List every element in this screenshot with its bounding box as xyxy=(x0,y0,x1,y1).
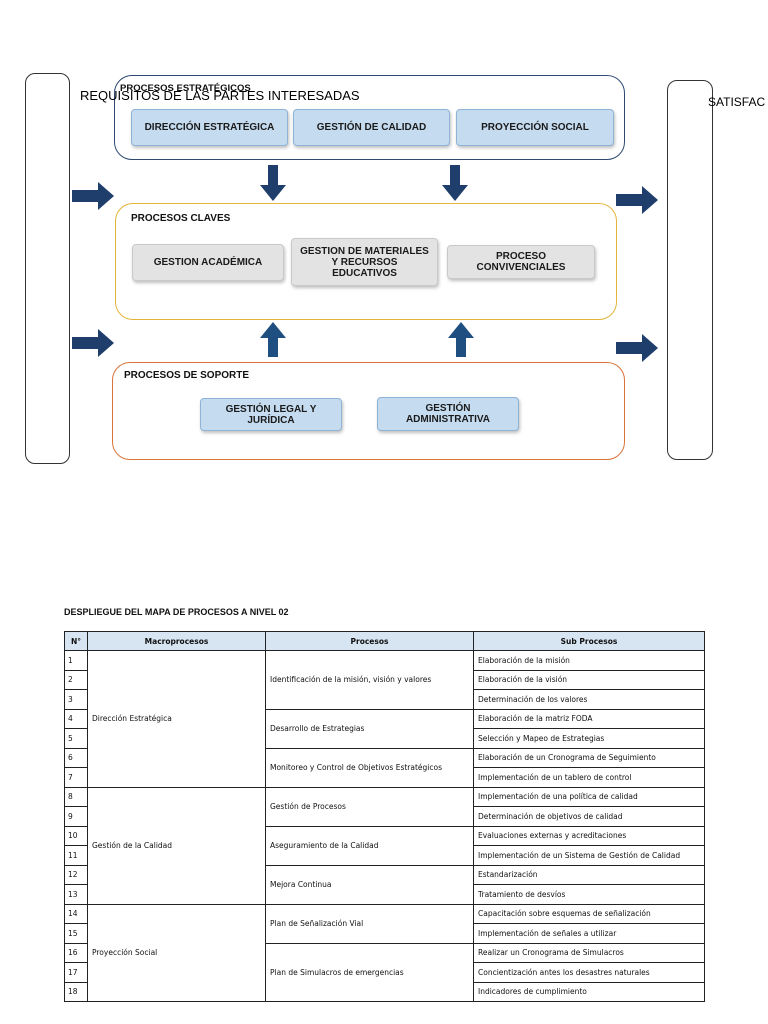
proceso-cell: Mejora Continua xyxy=(265,864,474,905)
subproceso-cell: Elaboración de un Cronograma de Seguimie… xyxy=(473,747,705,768)
subproceso-cell: Selección y Mapeo de Estrategias xyxy=(473,728,705,749)
subproceso-cell: Capacitación sobre esquemas de señalizac… xyxy=(473,903,705,924)
table-row: 14 Proyección Social Plan de Señalizació… xyxy=(64,903,705,1002)
arrow-down-2 xyxy=(442,165,468,201)
table-row: 1 Dirección Estratégica Identificación d… xyxy=(64,650,705,788)
row-number: 7 xyxy=(64,767,88,788)
macroproceso-cell: Proyección Social xyxy=(87,903,266,1002)
header-procesos: Procesos xyxy=(265,631,474,651)
box-gestion-de-calidad: GESTIÓN DE CALIDAD xyxy=(293,109,450,146)
table-row: 6 Monitoreo y Control de Objetivos Estra… xyxy=(64,747,705,788)
subproceso-cell: Determinación de objetivos de calidad xyxy=(473,806,705,827)
arrow-up-1 xyxy=(260,322,286,357)
row-number: 13 xyxy=(64,884,88,905)
table-header-row: N° Macroprocesos Procesos Sub Procesos xyxy=(64,631,705,651)
row-number: 5 xyxy=(64,728,88,749)
box-gestion-administrativa: GESTIÓN ADMINISTRATIVA xyxy=(377,397,519,431)
left-requirements-box xyxy=(25,73,70,464)
subproceso-cell: Implementación de un tablero de control xyxy=(473,767,705,788)
right-satisfaction-label: SATISFAC xyxy=(708,95,766,109)
header-macroprocesos: Macroprocesos xyxy=(87,631,266,651)
subproceso-cell: Implementación de una política de calida… xyxy=(473,786,705,807)
row-number: 3 xyxy=(64,689,88,710)
table-row: 4 Desarrollo de Estrategias Elaboración … xyxy=(64,708,705,749)
proceso-cell: Plan de Simulacros de emergencias xyxy=(265,942,474,1002)
subprocess-table: N° Macroprocesos Procesos Sub Procesos 1… xyxy=(64,631,705,1002)
panel-title-claves: PROCESOS CLAVES xyxy=(131,213,231,224)
row-number: 15 xyxy=(64,923,88,944)
table-row: 16 Plan de Simulacros de emergencias Rea… xyxy=(64,942,705,1002)
table-row: 11 Implementación de un Sistema de Gesti… xyxy=(64,845,705,866)
table-row: 10 Aseguramiento de la Calidad Evaluacio… xyxy=(64,825,705,866)
proceso-cell: Plan de Señalización Vial xyxy=(265,903,474,944)
row-number: 12 xyxy=(64,864,88,885)
subproceso-cell: Elaboración de la visión xyxy=(473,669,705,690)
box-direccion-estrategica: DIRECCIÓN ESTRATÉGICA xyxy=(131,109,288,146)
arrow-right-right-top xyxy=(616,186,658,214)
arrow-right-left-bottom xyxy=(72,329,114,357)
panel-procesos-soporte xyxy=(112,362,625,460)
subproceso-cell: Concientización antes los desastres natu… xyxy=(473,962,705,983)
subproceso-cell: Elaboración de la misión xyxy=(473,650,705,671)
subproceso-cell: Implementación de señales a utilizar xyxy=(473,923,705,944)
row-number: 9 xyxy=(64,806,88,827)
arrow-right-right-bottom xyxy=(616,334,658,362)
row-number: 14 xyxy=(64,903,88,924)
panel-title-estrategicos: PROCESOS ESTRATÉGICOS xyxy=(120,83,251,94)
macroproceso-cell: Gestión de la Calidad xyxy=(87,786,266,905)
subproceso-cell: Elaboración de la matriz FODA xyxy=(473,708,705,729)
arrow-up-2 xyxy=(448,322,474,357)
row-number: 16 xyxy=(64,942,88,963)
panel-title-soporte: PROCESOS DE SOPORTE xyxy=(124,370,250,381)
proceso-cell: Desarrollo de Estrategias xyxy=(265,708,474,749)
table-row: 18 Indicadores de cumplimiento xyxy=(64,981,705,1002)
row-number: 17 xyxy=(64,962,88,983)
subproceso-cell: Tratamiento de desvíos xyxy=(473,884,705,905)
box-gestion-materiales: GESTION DE MATERIALES Y RECURSOS EDUCATI… xyxy=(291,238,438,286)
proceso-cell: Gestión de Procesos xyxy=(265,786,474,827)
row-number: 6 xyxy=(64,747,88,768)
macroproceso-cell: Dirección Estratégica xyxy=(87,650,266,788)
left-requirements-label: REQUISITOS DE LAS PARTES INTERESADAS xyxy=(80,88,360,103)
row-number: 2 xyxy=(64,669,88,690)
arrow-right-left-top xyxy=(72,182,114,210)
proceso-cell: Aseguramiento de la Calidad xyxy=(265,825,474,866)
row-number: 18 xyxy=(64,981,88,1002)
header-number: N° xyxy=(64,631,88,651)
box-proceso-convivenciales: PROCESO CONVIVENCIALES xyxy=(447,245,595,279)
subproceso-cell: Implementación de un Sistema de Gestión … xyxy=(473,845,705,866)
subproceso-cell: Evaluaciones externas y acreditaciones xyxy=(473,825,705,846)
right-satisfaction-box xyxy=(667,80,713,460)
subproceso-cell: Realizar un Cronograma de Simulacros xyxy=(473,942,705,963)
subproceso-cell: Determinación de los valores xyxy=(473,689,705,710)
box-proyeccion-social: PROYECCIÓN SOCIAL xyxy=(456,109,614,146)
table-title: DESPLIEGUE DEL MAPA DE PROCESOS A NIVEL … xyxy=(64,607,289,617)
arrow-down-1 xyxy=(260,165,286,201)
subproceso-cell: Estandarización xyxy=(473,864,705,885)
header-subprocesos: Sub Procesos xyxy=(473,631,705,651)
box-gestion-academica: GESTION ACADÉMICA xyxy=(132,244,284,281)
row-number: 11 xyxy=(64,845,88,866)
row-number: 1 xyxy=(64,650,88,671)
proceso-cell: Identificación de la misión, visión y va… xyxy=(265,650,474,710)
row-number: 8 xyxy=(64,786,88,807)
row-number: 10 xyxy=(64,825,88,846)
subproceso-cell: Indicadores de cumplimiento xyxy=(473,981,705,1002)
box-gestion-legal: GESTIÓN LEGAL Y JURÍDICA xyxy=(200,398,342,431)
table-row: 12 Mejora Continua Estandarización xyxy=(64,864,705,905)
row-number: 4 xyxy=(64,708,88,729)
proceso-cell: Monitoreo y Control de Objetivos Estraté… xyxy=(265,747,474,788)
table-row: 8 Gestión de la Calidad Gestión de Proce… xyxy=(64,786,705,905)
